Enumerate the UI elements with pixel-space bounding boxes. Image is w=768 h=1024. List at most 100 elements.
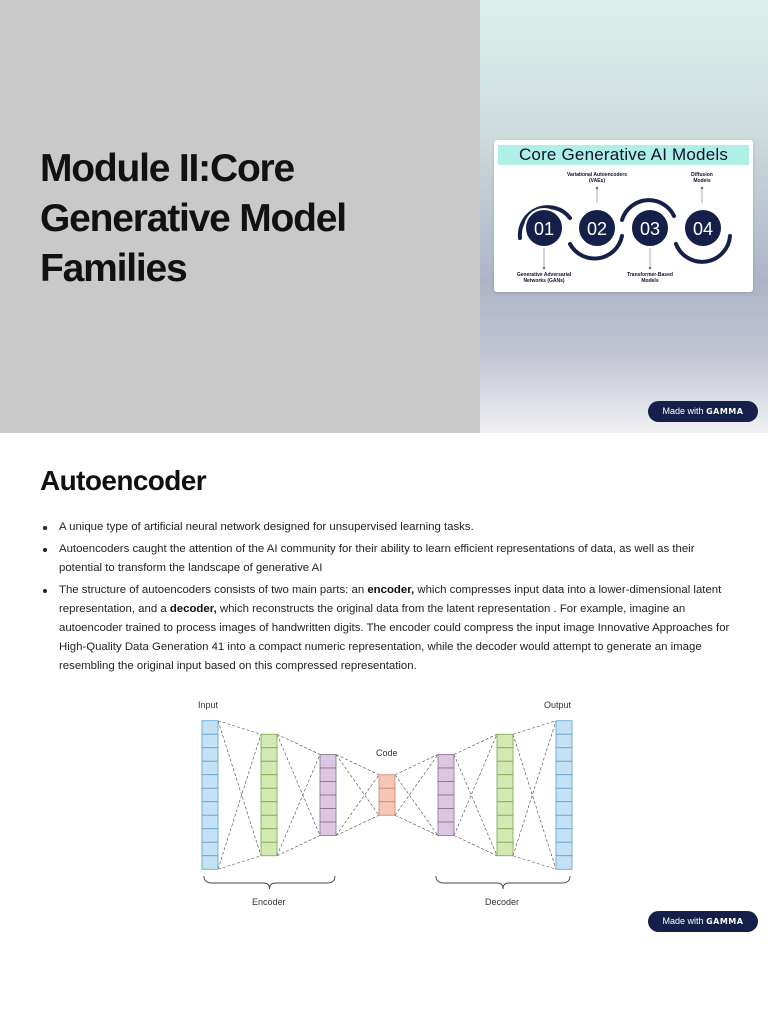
neuron-unit — [319, 754, 337, 769]
bullet-bold-decoder: decoder, — [169, 603, 217, 615]
connections — [217, 720, 557, 870]
bullet-text: which reconstructs the original data fro… — [59, 603, 730, 672]
neuron-unit — [260, 774, 278, 789]
layer-input — [201, 720, 219, 870]
neuron-unit — [201, 760, 219, 776]
bullet-text: The structure of autoencoders consists o… — [59, 584, 368, 596]
braces — [203, 875, 571, 890]
neuron-unit — [260, 733, 278, 749]
neuron-unit — [437, 808, 455, 823]
step-number: 01 — [534, 219, 554, 239]
step-03: 03 — [630, 208, 670, 248]
brace — [203, 875, 336, 890]
neuron-unit — [496, 774, 514, 789]
layer-hidden — [496, 733, 514, 857]
neuron-unit — [496, 841, 514, 857]
connection-line — [335, 754, 380, 816]
arc-04 — [674, 234, 732, 264]
neuron-unit — [378, 801, 396, 816]
neuron-unit — [496, 747, 514, 762]
bullet-list: A unique type of artificial neural netwo… — [40, 518, 730, 679]
code-label: Code — [376, 748, 398, 758]
layer-output — [555, 720, 573, 870]
step-04: 04 — [683, 208, 723, 248]
input-label: Input — [198, 700, 219, 710]
neuron-unit — [319, 821, 337, 836]
neuron-unit — [319, 794, 337, 809]
neuron-unit — [201, 733, 219, 749]
neuron-unit — [496, 828, 514, 843]
neuron-unit — [555, 720, 573, 735]
title-slide: Module II:Core Generative Model Families… — [0, 0, 768, 433]
brace — [435, 875, 571, 890]
neuron-unit — [437, 794, 455, 809]
connection-line — [453, 835, 498, 857]
connection-line — [394, 754, 439, 776]
neuron-unit — [260, 787, 278, 803]
connection-line — [335, 814, 380, 836]
step-number: 03 — [640, 219, 660, 239]
gamma-logo: GAMMA — [706, 917, 744, 926]
arc-03 — [620, 198, 676, 222]
output-label: Output — [544, 700, 572, 710]
autoencoder-slide: Autoencoder A unique type of artificial … — [0, 433, 768, 1024]
made-with-gamma-badge[interactable]: Made with GAMMA — [648, 911, 758, 932]
layer-code — [378, 774, 396, 816]
step-01: 01 — [524, 208, 564, 248]
neuron-unit — [496, 814, 514, 830]
connection-line — [512, 734, 557, 870]
step-circle — [524, 208, 564, 248]
layer-hidden — [437, 754, 455, 836]
neuron-unit — [378, 787, 396, 803]
neuron-unit — [555, 747, 573, 762]
neuron-unit — [201, 747, 219, 762]
neuron-unit — [201, 774, 219, 789]
connection-line — [512, 720, 557, 856]
neuron-unit — [201, 787, 219, 803]
connection-line — [276, 733, 321, 755]
neuron-unit — [496, 801, 514, 816]
connection-line — [512, 720, 557, 735]
bullet-item: A unique type of artificial neural netwo… — [40, 518, 730, 537]
bullet-item: The structure of autoencoders consists o… — [40, 581, 730, 676]
neuron-unit — [201, 720, 219, 735]
neuron-unit — [319, 808, 337, 823]
connection-line — [217, 734, 262, 870]
label-diffusion: Diffusion Models — [691, 172, 713, 184]
step-circle — [683, 208, 723, 248]
bullet-item: Autoencoders caught the attention of the… — [40, 540, 730, 578]
connection-line — [217, 720, 262, 856]
connection-line — [276, 835, 321, 857]
neuron-unit — [437, 781, 455, 796]
connection-line — [512, 855, 557, 870]
made-with-gamma-badge[interactable]: Made with GAMMA — [648, 401, 758, 422]
layer-hidden — [260, 733, 278, 857]
arc-02 — [568, 234, 624, 261]
label-vaes: Variational Autoencoders (VAEs) — [566, 172, 628, 184]
connection-line — [276, 754, 321, 856]
slide-title: Autoencoder — [40, 465, 207, 496]
neuron-unit — [260, 814, 278, 830]
step-circle — [577, 208, 617, 248]
step-number: 04 — [693, 219, 713, 239]
neuron-unit — [555, 814, 573, 830]
badge-prefix: Made with — [662, 916, 704, 926]
neuron-unit — [378, 774, 396, 789]
neuron-unit — [555, 733, 573, 749]
neuron-unit — [201, 814, 219, 830]
autoencoder-diagram: Input Output Code Encoder Decoder — [192, 695, 582, 913]
decoder-label: Decoder — [485, 897, 520, 907]
connection-line — [335, 754, 380, 776]
autoencoder-network-graphic — [201, 720, 573, 890]
encoder-label: Encoder — [252, 897, 286, 907]
connection-line — [453, 754, 498, 856]
connection-line — [217, 720, 262, 735]
neuron-unit — [496, 760, 514, 776]
neuron-unit — [260, 801, 278, 816]
connection-line — [394, 754, 439, 816]
step-02: 02 — [577, 208, 617, 248]
neuron-unit — [201, 841, 219, 857]
neuron-unit — [555, 801, 573, 816]
neuron-unit — [555, 828, 573, 843]
neuron-unit — [437, 821, 455, 836]
